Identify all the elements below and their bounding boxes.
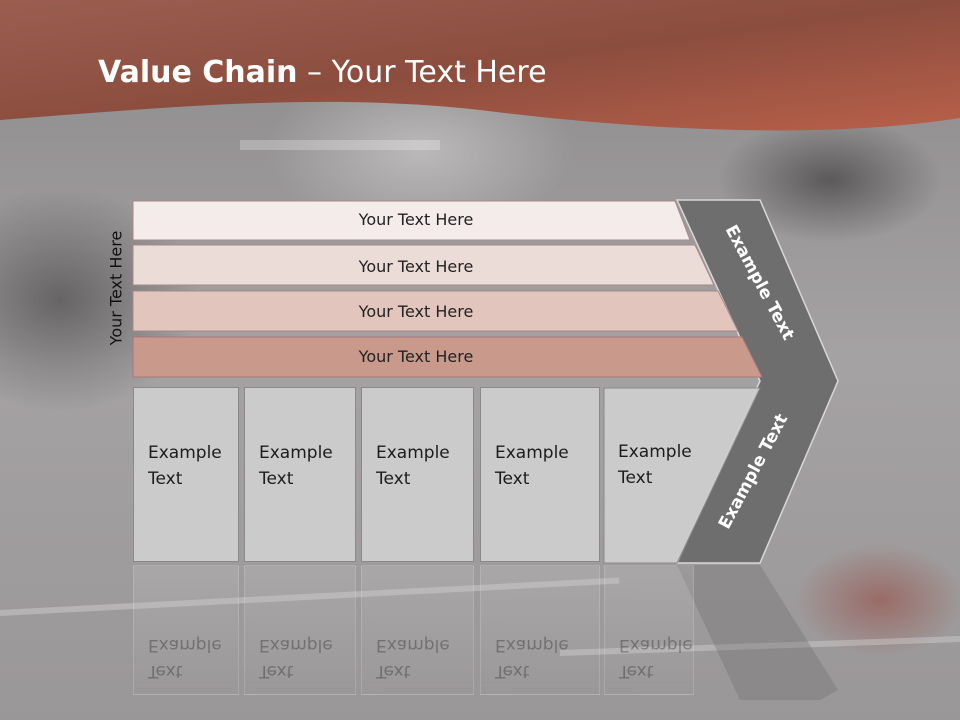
primary-box-5-shape: [603, 387, 761, 564]
reflection-2-line1: Example: [259, 635, 333, 655]
reflection-5-line1: Example: [619, 635, 693, 655]
primary-box-2-reflection: Text Example: [244, 565, 356, 695]
primary-box-5-line1: Example: [618, 442, 692, 462]
support-bar-4: [132, 336, 763, 378]
reflection-5-line2: Text: [619, 661, 654, 681]
header-band: [0, 0, 960, 131]
reflection-1-line2: Text: [148, 661, 183, 681]
primary-box-1-line1: Example: [148, 443, 222, 463]
reflection-3-line2: Text: [376, 661, 411, 681]
primary-box-4-line1: Example: [495, 443, 569, 463]
chevron-reflection: [677, 565, 838, 700]
reflection-4-line2: Text: [495, 661, 530, 681]
reflection-4-line1: Example: [495, 635, 569, 655]
primary-box-4-line2: Text: [495, 469, 530, 489]
support-bar-2-label: Your Text Here: [358, 257, 474, 276]
title-bold: Value Chain: [98, 55, 298, 90]
primary-box-5-line2: Text: [618, 468, 653, 488]
primary-box-3-line2: Text: [376, 469, 411, 489]
support-bar-3: [132, 290, 739, 332]
reflection-2-line2: Text: [259, 661, 294, 681]
title-rest: – Your Text Here: [297, 55, 547, 90]
support-bar-2: [132, 244, 715, 286]
chevron-arrow: [675, 199, 839, 564]
primary-box-2-line1: Example: [259, 443, 333, 463]
primary-box-2-line2: Text: [259, 469, 294, 489]
primary-box-3-reflection: Text Example: [361, 565, 474, 695]
primary-box-3-line1: Example: [376, 443, 450, 463]
primary-box-1-line2: Text: [148, 469, 183, 489]
reflection-1-line1: Example: [148, 635, 222, 655]
support-bar-1: [132, 200, 691, 241]
primary-box-5-reflection: Text Example: [604, 565, 694, 695]
support-bar-1-label: Your Text Here: [358, 210, 474, 229]
support-bar-3-label: Your Text Here: [358, 302, 474, 321]
primary-box-1-reflection: Text Example: [133, 565, 239, 695]
page-title: Value Chain – Your Text Here: [98, 55, 547, 90]
primary-box-4-reflection: Text Example: [480, 565, 600, 695]
reflection-3-line1: Example: [376, 635, 450, 655]
support-bar-4-label: Your Text Here: [358, 347, 474, 366]
